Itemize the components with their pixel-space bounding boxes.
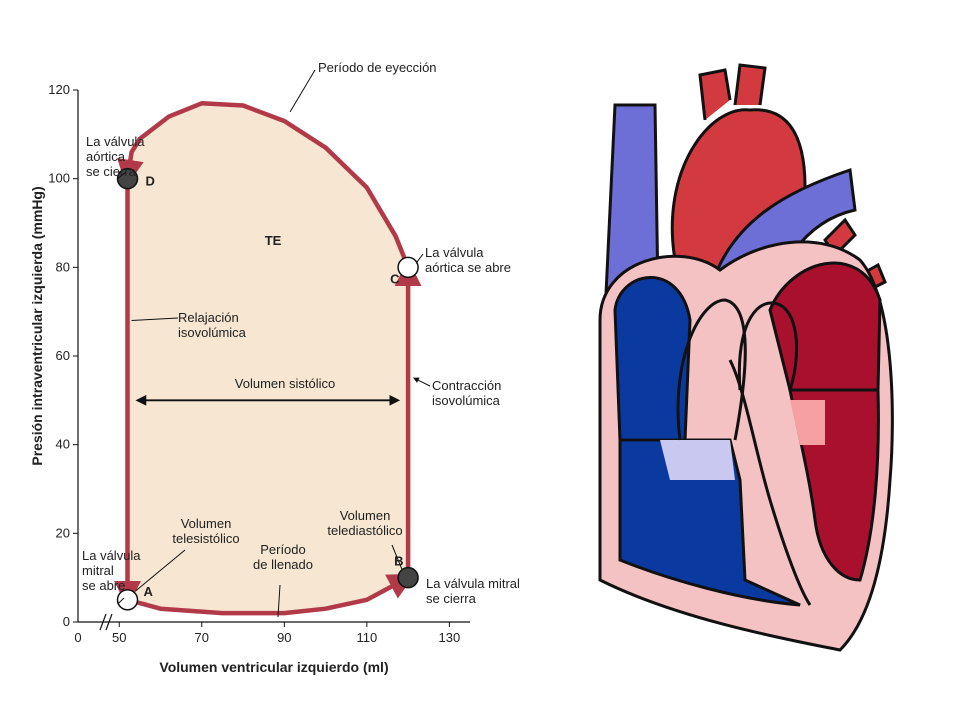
annotation-mitral-cierra: La válvula mitral	[426, 576, 520, 591]
annotation-aortica-cierra: La válvula	[86, 134, 145, 149]
annotation-llenado: de llenado	[253, 557, 313, 572]
x-tick-label: 50	[112, 630, 126, 645]
y-tick-label: 20	[56, 525, 70, 540]
annotation-relajacion: isovolúmica	[178, 325, 247, 340]
annotation-mitral-abre: se abre	[82, 578, 125, 593]
valve-loop-left	[676, 298, 747, 441]
point-C	[397, 256, 419, 279]
annotation-mitral-abre: mitral	[82, 563, 114, 578]
annotation-aortica-cierra: se cierra	[86, 164, 137, 179]
annotation-mitral-abre: La válvula	[82, 548, 141, 563]
annotation-llenado: Período	[260, 542, 306, 557]
annotation-telesistolico: telesistólico	[172, 531, 239, 546]
right-ventricle	[618, 438, 801, 607]
leader-relajacion	[131, 317, 179, 322]
ejection-segment	[117, 101, 411, 270]
leader-eyeccion	[289, 69, 316, 113]
leader-aortica-abre	[415, 253, 424, 264]
axis-break	[105, 613, 113, 631]
annotation-volumen-sistolico: Volumen sistólico	[235, 376, 335, 391]
right-ventricle-pale	[660, 440, 735, 480]
leader-aortica-cierra	[117, 171, 127, 180]
leader-contraccion	[413, 377, 431, 387]
leader-telediastolico	[391, 544, 403, 570]
point-B	[397, 566, 419, 589]
x-tick-label: 110	[356, 630, 377, 645]
point-label-C: C	[390, 271, 400, 286]
axis-break	[99, 613, 107, 631]
x-tick-label: 90	[277, 630, 291, 645]
x-tick-label: 0	[74, 630, 81, 645]
annotation-contraccion: isovolúmica	[432, 393, 501, 408]
leader-mitral-abre	[117, 597, 125, 605]
y-tick-label: 60	[56, 348, 70, 363]
point-label-A: A	[144, 584, 154, 599]
leader-llenado	[277, 584, 281, 618]
y-tick-label: 80	[56, 259, 70, 274]
annotation-telesistolico: Volumen	[181, 516, 232, 531]
x-tick-label: 130	[439, 630, 461, 645]
leader-telesistolico	[135, 549, 186, 592]
annotation-aortica-cierra: aórtica	[86, 149, 126, 164]
y-axis-title: Presión intraventricular izquierda (mmHg…	[29, 186, 45, 465]
x-tick-label: 70	[195, 630, 209, 645]
filling-segment	[125, 573, 416, 616]
point-label-D: D	[146, 174, 155, 189]
annotation-telediastolico: Volumen	[340, 508, 391, 523]
valve-loop-right	[737, 301, 799, 391]
point-A	[116, 589, 139, 611]
annotation-relajacion: Relajación	[178, 310, 239, 325]
right-atrium	[613, 276, 692, 442]
y-tick-label: 40	[56, 437, 70, 452]
y-tick-label: 120	[48, 82, 70, 97]
x-axis-title: Volumen ventricular izquierdo (ml)	[159, 659, 388, 675]
annotation-aortica-abre: La válvula	[425, 245, 484, 260]
loop-area	[127, 103, 409, 614]
annotation-telediastolico: telediastólico	[327, 523, 402, 538]
annotation-mitral-cierra: se cierra	[426, 591, 477, 606]
annotation-aortica-abre: aórtica se abre	[425, 260, 511, 275]
y-tick-label: 0	[63, 614, 70, 629]
y-tick-label: 100	[48, 171, 70, 186]
annotation-eyeccion: Período de eyección	[318, 60, 437, 75]
left-ventricle-pale	[790, 400, 825, 445]
annotation-contraccion: Contracción	[432, 378, 501, 393]
heart-illustration	[598, 63, 894, 652]
te-label: TE	[265, 233, 282, 248]
aorta-branches	[698, 63, 767, 121]
